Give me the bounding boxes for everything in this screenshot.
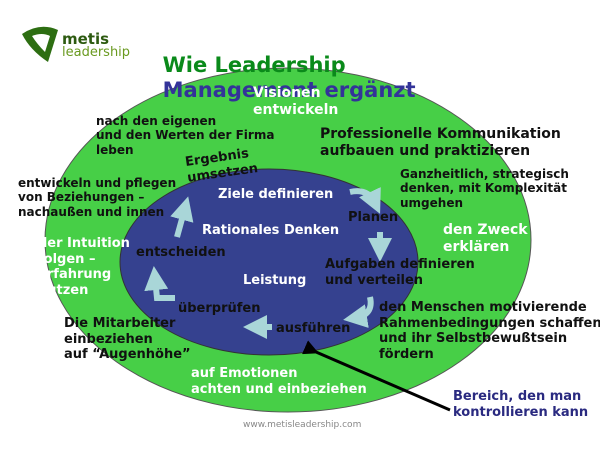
label-ausfuehren: ausführen xyxy=(276,321,351,336)
label-leistung: Leistung xyxy=(243,273,307,288)
label-ueberpruefen: überprüfen xyxy=(178,301,261,316)
label-aufgaben: Aufgaben definieren und verteilen xyxy=(325,257,475,288)
page-title: Wie Leadership Management ergänzt xyxy=(148,28,416,104)
callout-text: Bereich, den man kontrollieren kann xyxy=(453,389,589,420)
arrow-aufgaben-ausfuehren xyxy=(343,296,374,328)
label-planen: Planen xyxy=(348,210,399,225)
label-menschen: den Menschen motivierende Rahmenbedingun… xyxy=(379,300,600,362)
label-zweck: den Zweck erklären xyxy=(443,222,528,255)
label-intuition: der Intuition folgen – Erfahrung nutzen xyxy=(38,236,130,298)
logo-mark xyxy=(22,26,58,62)
label-visionen: Visionen entwickeln xyxy=(253,85,339,118)
title-leadership: Wie Leadership xyxy=(162,53,346,78)
label-kommunikation: Professionelle Kommunikation aufbauen un… xyxy=(320,126,561,159)
label-emotionen: auf Emotionen achten und einbeziehen xyxy=(191,366,367,397)
arrow-ueberpruefen-entscheiden xyxy=(144,266,175,301)
footer-url: www.metisleadership.com xyxy=(243,420,362,430)
label-werte: nach den eigenen und den Werten der Firm… xyxy=(96,114,275,157)
arrow-ziele-planen xyxy=(349,187,381,214)
arrow-entscheiden-ergebnis xyxy=(170,196,194,238)
label-mitarbeiter: Die Mitarbeiter einbeziehen auf “Augenhö… xyxy=(64,316,191,363)
label-entscheiden: entscheiden xyxy=(136,245,226,260)
title-management: Management ergänzt xyxy=(162,78,416,103)
label-beziehungen: entwickeln und pflegen von Beziehungen –… xyxy=(18,176,177,219)
logo-text-metis: metis xyxy=(62,30,110,48)
label-ganzheitlich: Ganzheitlich, strategisch denken, mit Ko… xyxy=(400,167,569,210)
logo-text-leadership: leadership xyxy=(62,45,131,60)
label-ziele: Ziele definieren xyxy=(218,187,334,202)
callout-pointer-arrow xyxy=(302,340,451,412)
label-rational: Rationales Denken xyxy=(202,223,340,238)
